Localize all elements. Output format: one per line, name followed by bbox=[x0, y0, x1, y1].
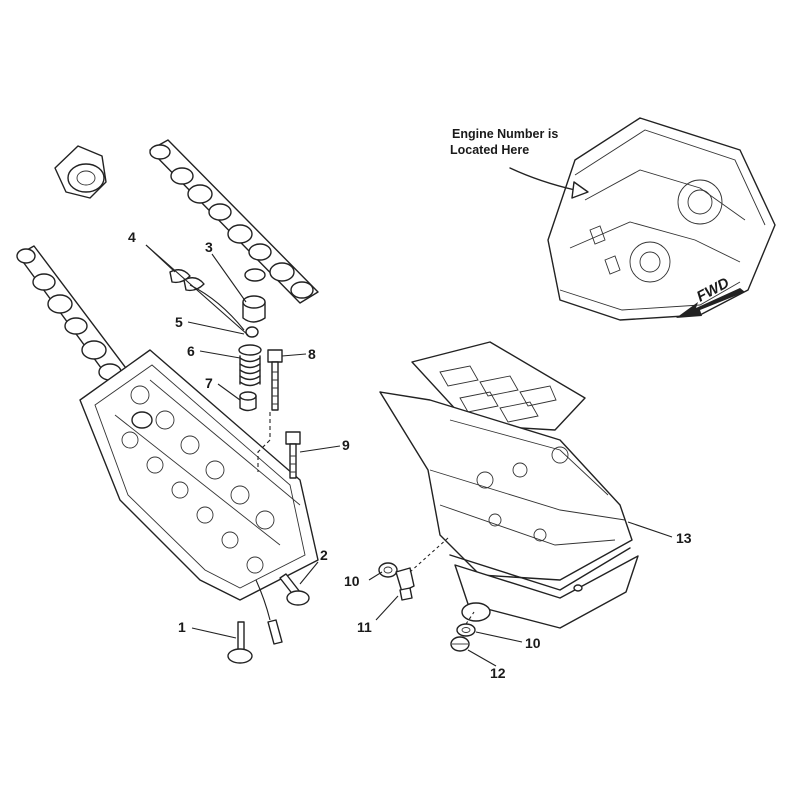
valve-guide bbox=[267, 619, 283, 645]
forward-direction-arrow bbox=[676, 288, 745, 318]
callout-6: 6 bbox=[187, 343, 195, 359]
callout-2: 2 bbox=[320, 547, 328, 563]
valve-spring bbox=[238, 344, 262, 387]
sump-drain-plug bbox=[450, 636, 470, 652]
camshaft-upper bbox=[149, 139, 319, 304]
valve-intake bbox=[227, 621, 253, 664]
valve-exhaust bbox=[279, 573, 310, 606]
engine-block bbox=[547, 117, 776, 321]
valve-tappet bbox=[242, 268, 266, 323]
head-bolt-long bbox=[267, 349, 283, 411]
callout-11: 11 bbox=[357, 619, 372, 635]
valve-retainer bbox=[245, 326, 259, 338]
sump-sensor-plug bbox=[395, 567, 415, 601]
engine-number-note-line2: Located Here bbox=[450, 143, 529, 157]
engine-number-arrowhead bbox=[571, 181, 589, 199]
callout-leaders bbox=[145, 244, 673, 667]
assembly-guide-line bbox=[465, 611, 475, 625]
callout-5: 5 bbox=[175, 314, 183, 330]
engine-number-note-line1: Engine Number is bbox=[452, 127, 558, 141]
head-bolt-short bbox=[285, 431, 301, 479]
callout-10-left: 10 bbox=[344, 573, 360, 589]
engine-number-pointer bbox=[509, 167, 576, 191]
callout-13: 13 bbox=[676, 530, 692, 546]
assembly-guide-line bbox=[257, 412, 271, 472]
camshaft-sprocket bbox=[54, 145, 107, 199]
callout-3: 3 bbox=[205, 239, 213, 255]
sump-washer-bottom bbox=[456, 623, 476, 637]
assembly-guide-line bbox=[189, 284, 245, 331]
callout-7: 7 bbox=[205, 375, 213, 391]
callout-1: 1 bbox=[178, 619, 186, 635]
callout-4: 4 bbox=[128, 229, 136, 245]
assembly-guide-line bbox=[409, 537, 449, 573]
valve-seal bbox=[239, 391, 257, 412]
valve-collets bbox=[169, 269, 205, 292]
callout-8: 8 bbox=[308, 346, 316, 362]
oil-sump-assembly bbox=[379, 341, 639, 629]
callout-9: 9 bbox=[342, 437, 350, 453]
cylinder-head bbox=[79, 349, 319, 601]
callout-10-bottom: 10 bbox=[525, 635, 541, 651]
callout-12: 12 bbox=[490, 665, 506, 681]
sump-washer-left bbox=[378, 562, 398, 578]
assembly-guide-line bbox=[255, 579, 271, 621]
